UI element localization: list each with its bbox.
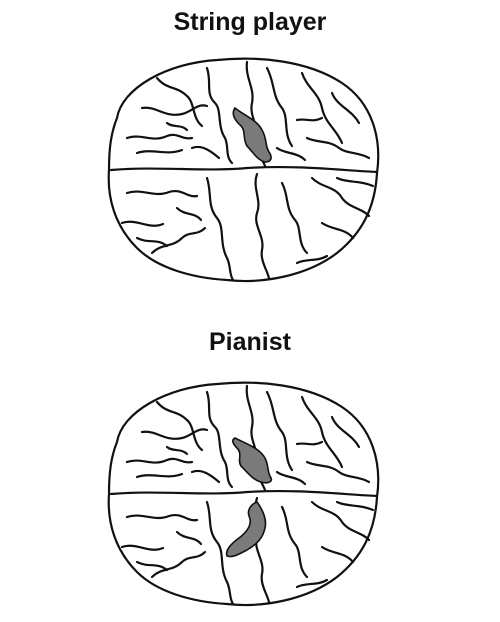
highlight-motor-cortex-left bbox=[232, 106, 272, 163]
highlight-motor-cortex-right bbox=[225, 501, 267, 558]
panel-string-player: String player bbox=[0, 0, 500, 300]
brain-top-view-string-player bbox=[107, 57, 380, 283]
brain-top-view-pianist bbox=[107, 381, 380, 607]
brain-outline bbox=[107, 381, 380, 607]
panel-pianist: Pianist bbox=[0, 320, 500, 622]
brain-outline bbox=[107, 57, 380, 283]
longitudinal-fissure bbox=[109, 489, 379, 498]
highlight-motor-cortex-left bbox=[232, 437, 273, 484]
longitudinal-fissure bbox=[109, 165, 379, 174]
panel-title: String player bbox=[173, 8, 327, 36]
panel-title: Pianist bbox=[209, 328, 291, 356]
